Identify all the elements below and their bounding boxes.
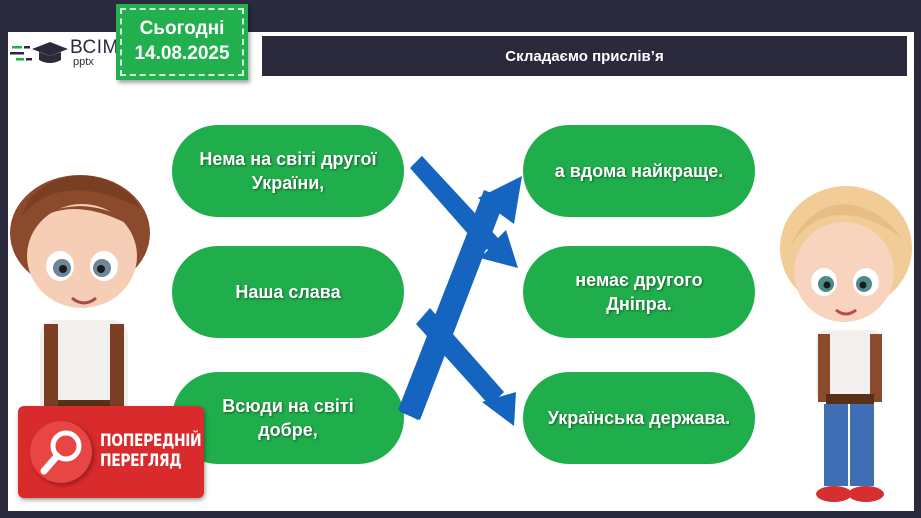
boy-character-illustration: [10, 175, 150, 418]
logo-subtext: pptx: [73, 56, 94, 68]
slide-title-bar: Складаємо прислів’я: [262, 36, 907, 76]
proverb-start-2[interactable]: Наша слава: [172, 246, 404, 338]
proverb-end-3[interactable]: Українська держава.: [523, 372, 755, 464]
arrow-up-right-icon: [398, 176, 522, 420]
arrow-down-right-icon: [416, 308, 516, 426]
preview-label-line1: ПОПЕРЕДНІЙ: [100, 431, 202, 452]
proverb-start-1[interactable]: Нема на світі другої України,: [172, 125, 404, 217]
date-badge-date: 14.08.2025: [134, 43, 230, 64]
proverb-start-3[interactable]: Всюди на світі добре,: [172, 372, 404, 464]
preview-button[interactable]: ПОПЕРЕДНІЙ ПЕРЕГЛЯД: [18, 406, 204, 498]
magnifier-icon: [30, 421, 92, 483]
connection-arrows: [398, 156, 522, 426]
logo-text: ВСІМ: [70, 37, 119, 58]
date-badge: Сьогодні 14.08.2025: [116, 4, 248, 80]
slide-title: Складаємо прислів’я: [505, 47, 664, 65]
girl-character-illustration: [780, 186, 912, 502]
vsim-logo: ВСІМ pptx: [10, 36, 120, 70]
proverb-end-1[interactable]: а вдома найкраще.: [523, 125, 755, 217]
proverb-end-2[interactable]: немає другого Дніпра.: [523, 246, 755, 338]
preview-label-line2: ПЕРЕГЛЯД: [100, 451, 182, 471]
date-badge-label: Сьогодні: [139, 18, 225, 40]
graduation-cap-icon: [10, 38, 68, 68]
